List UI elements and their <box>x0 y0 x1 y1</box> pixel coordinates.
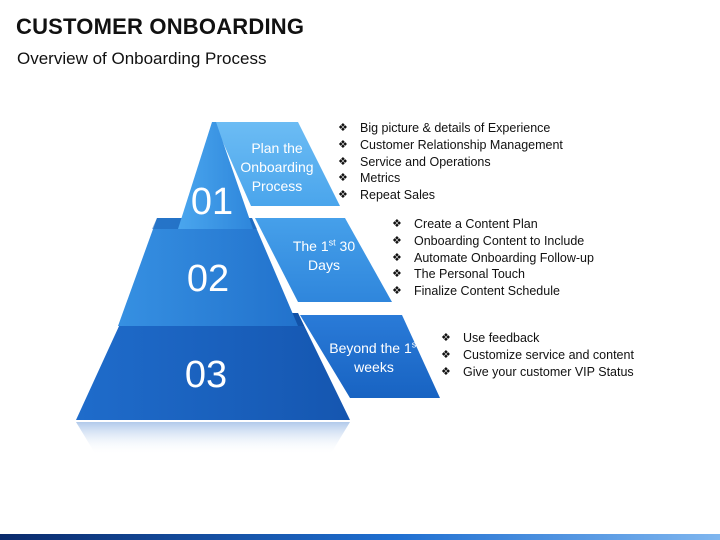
step-3-tier <box>76 313 350 420</box>
diamond-bullet-icon: ❖ <box>338 155 348 168</box>
diamond-bullet-icon: ❖ <box>392 268 402 281</box>
footer-bar <box>0 534 720 540</box>
diamond-bullet-icon: ❖ <box>338 172 348 185</box>
diamond-bullet-icon: ❖ <box>392 218 402 230</box>
bullet-text: Automate Onboarding Follow-up <box>414 250 594 265</box>
bullet-item: ❖ Customer Relationship Management <box>338 137 563 154</box>
bullet-text: The Personal Touch <box>414 267 525 282</box>
bullet-item: ❖ Customize service and content <box>441 347 634 364</box>
bullet-text: Customize service and content <box>463 347 634 362</box>
step-1-number: 01 <box>190 181 234 223</box>
bullet-item: ❖ Automate Onboarding Follow-up <box>392 250 594 267</box>
page-subtitle: Overview of Onboarding Process <box>17 49 267 68</box>
bullet-text: Finalize Content Schedule <box>414 284 560 299</box>
bullet-item: ❖ Onboarding Content to Include <box>392 233 594 250</box>
bullet-item: ❖ Service and Operations <box>338 154 563 171</box>
bullet-text: Big picture & details of Experience <box>360 121 551 135</box>
diamond-bullet-icon: ❖ <box>338 189 348 202</box>
bullet-text: Create a Content Plan <box>414 217 538 231</box>
diamond-bullet-icon: ❖ <box>338 138 348 151</box>
bullet-item: ❖ Create a Content Plan <box>392 216 594 233</box>
bullet-text: Customer Relationship Management <box>360 137 563 152</box>
pyramid-reflection <box>76 422 350 455</box>
bullet-text: Onboarding Content to Include <box>414 233 585 248</box>
bullet-item: ❖ Big picture & details of Experience <box>338 120 563 137</box>
bullet-item: ❖ The Personal Touch <box>392 266 594 283</box>
bullet-item: ❖ Repeat Sales <box>338 187 563 204</box>
diamond-bullet-icon: ❖ <box>392 251 402 264</box>
diamond-bullet-icon: ❖ <box>441 365 451 378</box>
step-1-bullets: ❖ Big picture & details of Experience ❖ Cus… <box>338 120 563 204</box>
page-title: CUSTOMER ONBOARDING <box>16 14 305 39</box>
bullet-text: Metrics <box>360 171 401 186</box>
diamond-bullet-icon: ❖ <box>338 122 348 134</box>
bullet-text: Use feedback <box>463 331 540 345</box>
step-3-number: 03 <box>184 354 228 396</box>
bullet-text: Service and Operations <box>360 154 491 169</box>
step-1-tier <box>178 122 253 229</box>
bullet-text: Give your customer VIP Status <box>463 364 634 379</box>
step-3-bullets: ❖ Use feedback ❖ Customize service and cont… <box>441 330 634 380</box>
diamond-bullet-icon: ❖ <box>392 285 402 298</box>
bullet-item: ❖ Finalize Content Schedule <box>392 283 594 300</box>
step-2-number: 02 <box>186 258 230 300</box>
diamond-bullet-icon: ❖ <box>441 348 451 361</box>
step-2-tier <box>118 218 298 326</box>
diamond-bullet-icon: ❖ <box>392 234 402 247</box>
step-3-panel <box>300 315 440 398</box>
step-2-panel <box>255 218 392 302</box>
step-2-bullets: ❖ Create a Content Plan ❖ Onboarding Conten… <box>392 216 594 300</box>
bullet-item: ❖ Give your customer VIP Status <box>441 364 634 381</box>
bullet-item: ❖ Metrics <box>338 170 563 187</box>
diamond-bullet-icon: ❖ <box>441 332 451 344</box>
bullet-text: Repeat Sales <box>360 188 436 203</box>
step-1-panel <box>214 122 340 206</box>
bullet-item: ❖ Use feedback <box>441 330 634 347</box>
